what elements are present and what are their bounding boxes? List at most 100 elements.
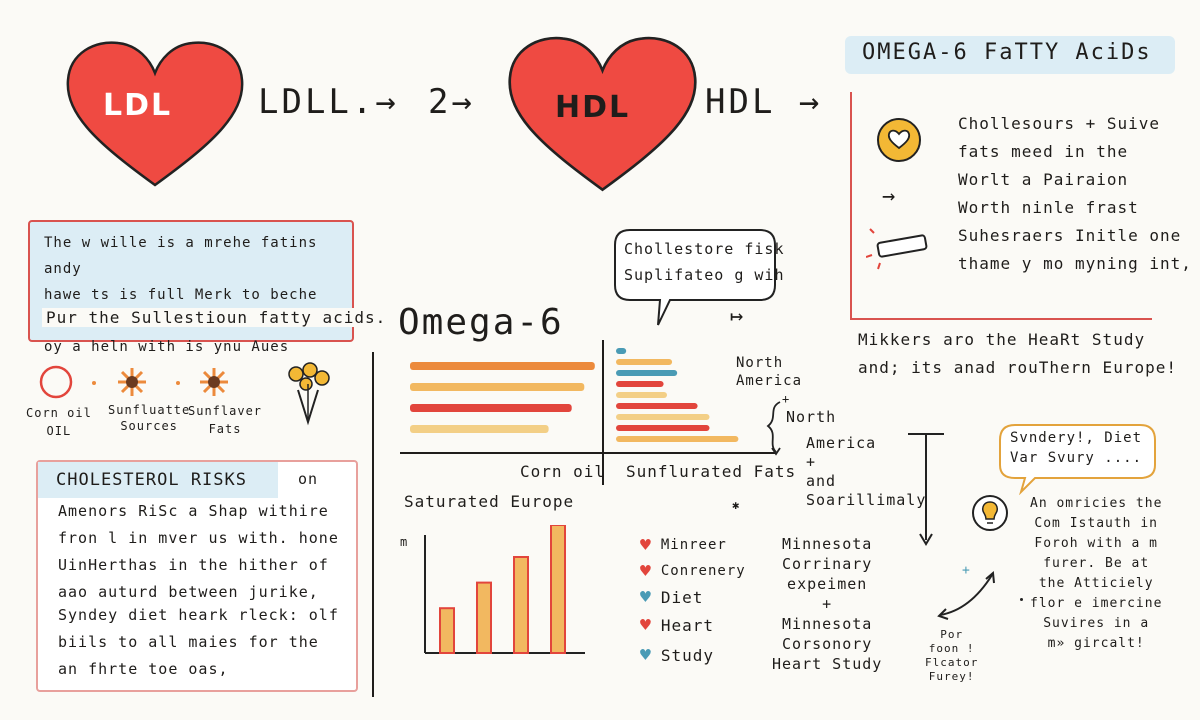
right-arrow-icon: → [882, 184, 897, 209]
intro-line: oy a heln with is ynu Aues [44, 339, 290, 355]
speech-bubble [614, 229, 776, 326]
omega-panel-title: OMEGA-6 FaTTY AciDs [862, 40, 1152, 65]
plus-mark: + [962, 563, 970, 578]
down-arrow-t [908, 433, 944, 546]
bar [513, 556, 529, 654]
risks-title: CHOLESTEROL RISKS [56, 470, 247, 490]
bar [410, 362, 595, 370]
right-speech-bubble [999, 424, 1156, 495]
region-plus: + [782, 392, 791, 406]
heart-study-line1: Mikkers aro the HeaRt Study [858, 330, 1146, 349]
corn-oil-label: Corn oil [520, 462, 606, 481]
risks-title-bg [38, 462, 278, 498]
ldl-arrow-text: LDLL.→ [258, 82, 399, 122]
legend-item: ♥ Heart [640, 610, 770, 640]
heart-study-line2: and; its anad rouThern Europe! [858, 358, 1177, 377]
legend-item: ♥ Minreer [640, 532, 770, 558]
region-north: North [786, 408, 837, 426]
bar [410, 404, 572, 412]
dot-separator [92, 381, 96, 385]
omega-line: Worth ninle frast [958, 198, 1139, 217]
bottom-chart-ylabel: m [400, 535, 409, 549]
sunflower-icon [200, 368, 228, 396]
ldl-heart-icon [66, 41, 244, 187]
two-arrow-text: 2→ [428, 82, 475, 122]
corn-oil-circle-icon [39, 365, 73, 399]
legend-label: Heart [660, 615, 715, 635]
small-cross-mark: ✱ [732, 498, 741, 512]
hdl-heart-icon [508, 36, 697, 192]
bar [439, 607, 455, 654]
risks-title-suffix: on [298, 470, 319, 488]
risk-line: Amenors RiSc a Shap withire [58, 502, 329, 520]
intro-last-line: Pur the Sullestioun fatty acids. [42, 308, 391, 327]
omega-line: thame y mo myning int, [958, 254, 1192, 273]
region-north-america-1: North America [736, 355, 803, 389]
bar [616, 348, 627, 354]
risk-line: biils to all maies for the [58, 633, 319, 651]
lightbulb-icon [972, 495, 1008, 531]
bar [616, 414, 710, 420]
heart-badge-icon [877, 118, 921, 162]
heart-icon: ♥ [640, 560, 651, 582]
risk-line: an fhrte toe oas, [58, 660, 229, 678]
center-right-arrow: ↦ [730, 304, 745, 329]
flower-bouquet-icon [288, 362, 330, 426]
heart-icon: ♥ [640, 534, 651, 556]
heart-icon: ♥ [640, 644, 651, 666]
speech-text: Chollestore fisk Suplifateo g wih [624, 240, 785, 284]
right-notes: An omricies the Com Istauth in Foroh wit… [1030, 496, 1163, 651]
omega-bar-chart-right [616, 348, 739, 442]
omega-panel-border [850, 92, 1152, 320]
oil-label-corn: Corn oil OIL [26, 406, 92, 438]
small-dot [1020, 598, 1023, 601]
intro-line: The w wille is a mrehe fatins andy [44, 235, 318, 277]
bar [616, 392, 667, 398]
legend-label: Diet [660, 587, 704, 607]
bar [476, 581, 492, 654]
sunflurated-label: Sunflurated Fats [626, 462, 797, 481]
legend-label: Minreer [660, 537, 727, 553]
omega-line: Suhesraers Initle one [958, 226, 1182, 245]
curved-double-arrow [937, 570, 995, 620]
legend: ♥ Minreer ♥ Conrenery ♥ Diet ♥ Heart ♥ S… [640, 532, 770, 670]
bar [616, 403, 698, 409]
legend-label: Study [660, 645, 715, 665]
footer-note: Por foon ! Flcator Furey! [925, 628, 979, 683]
heart-icon: ♥ [640, 586, 651, 608]
bar [616, 425, 710, 431]
bar [616, 381, 664, 387]
bar [616, 359, 673, 365]
minnesota-block: Minnesota Corrinary expeimen + Minnesota… [772, 535, 883, 673]
legend-item: ♥ Study [640, 640, 770, 670]
curly-brace-arrow [766, 401, 781, 456]
axis-vertical-mid [602, 340, 604, 485]
risk-line: aao auturd between jurike, [58, 583, 319, 601]
omega-line: Chollesours + Suive [958, 114, 1161, 133]
risk-line: Syndey diet heark rleck: olf [58, 606, 339, 624]
bar [616, 436, 739, 442]
right-bubble-text: Svndery!, Diet Var Svury .... [1010, 430, 1143, 466]
hdl-label: HDL [555, 90, 631, 125]
dot-separator [176, 381, 180, 385]
bar [616, 370, 678, 376]
risk-line: fron l in mver us with. hone [58, 529, 339, 547]
oil-label-sunfluatte: Sunfluatte Sources [108, 403, 191, 433]
omega-title-highlight [845, 36, 1175, 74]
saturated-europe-label: Saturated Europe [404, 492, 575, 511]
bar [410, 425, 549, 433]
axis-horizontal [400, 452, 775, 454]
axis-vertical-left [372, 352, 374, 697]
bar [550, 525, 566, 654]
heart-icon: ♥ [640, 614, 651, 636]
vertical-bar-chart [424, 525, 585, 654]
ldl-label: LDL [103, 88, 173, 123]
omega-panel-lines: Chollesours + Suive fats meed in the Wor… [958, 110, 1192, 278]
omega-line: Worlt a Pairaion [958, 170, 1129, 189]
risks-panel: CHOLESTEROL RISKS on Amenors RiSc a Shap… [36, 460, 358, 692]
legend-item: ♥ Diet [640, 584, 770, 610]
center-title: Omega-6 [398, 302, 564, 343]
hdl-arrow-text: HDL → [705, 82, 823, 122]
risk-line: UinHerthas in the hither of [58, 556, 329, 574]
legend-label: Conrenery [660, 563, 746, 579]
